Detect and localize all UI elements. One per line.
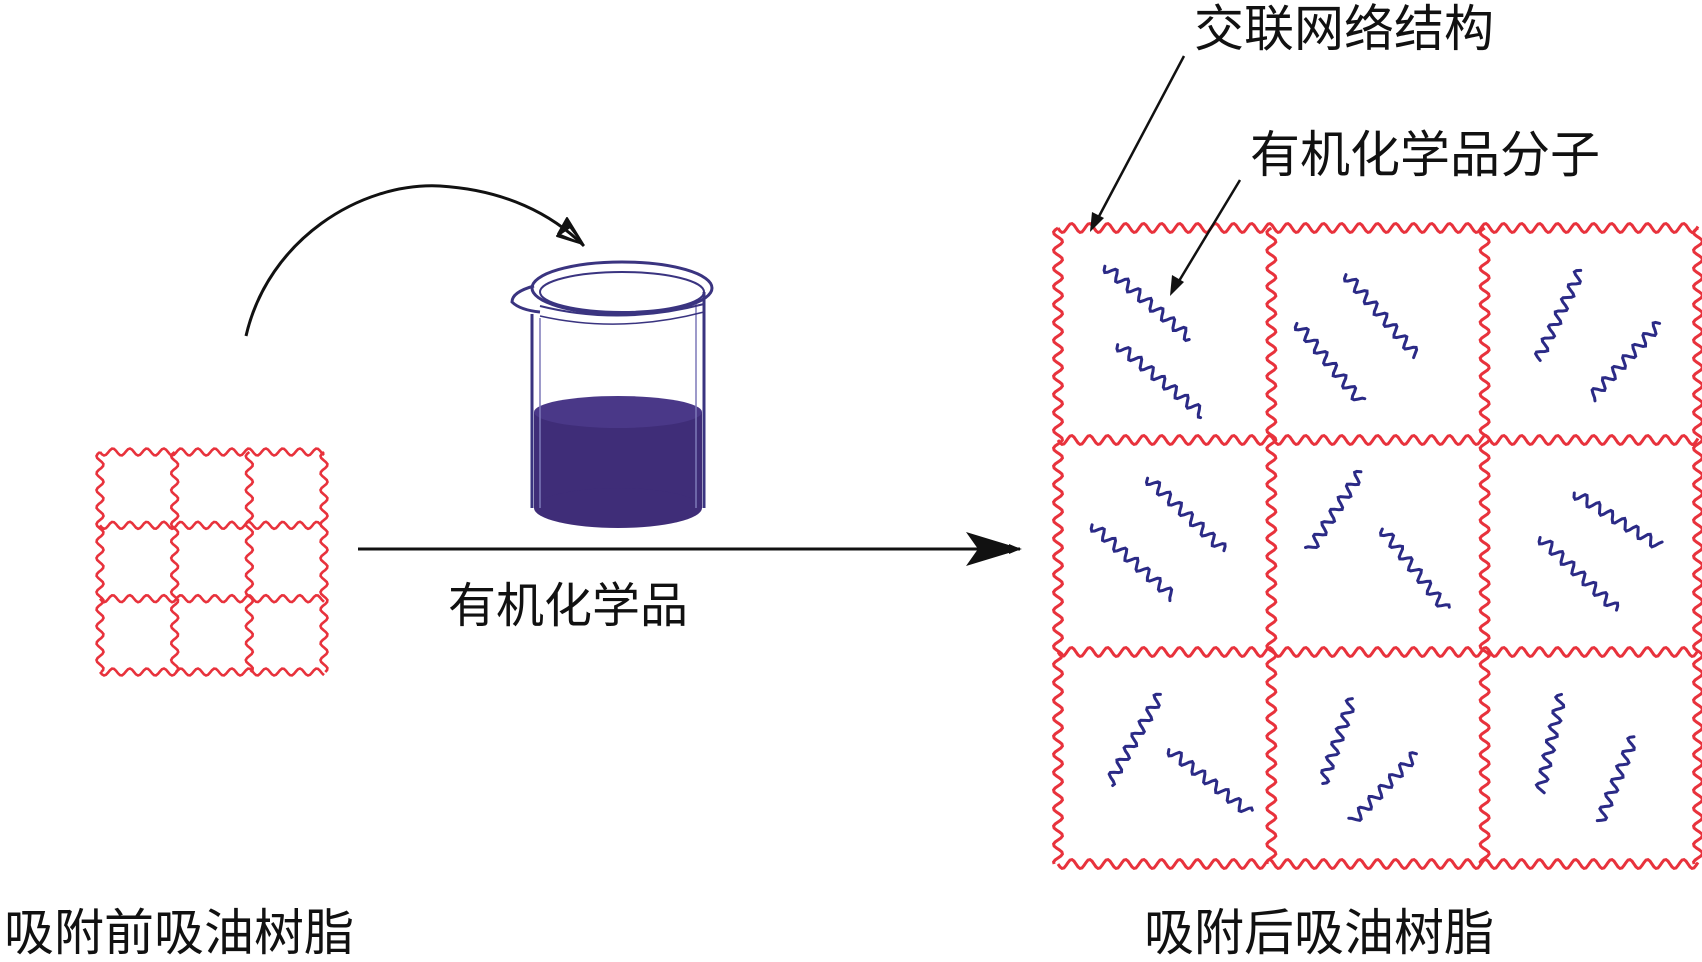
organic-molecule-chain (1166, 748, 1254, 814)
label-after-adsorption: 吸附后吸油树脂 (1144, 904, 1494, 962)
organic-molecule-chain (1320, 697, 1355, 785)
organic-molecule-chain (1089, 523, 1174, 603)
organic-molecule-chain (1304, 469, 1363, 550)
organic-molecules (1089, 264, 1664, 823)
organic-molecule-chain (1144, 476, 1227, 553)
organic-molecule-chain (1293, 321, 1367, 402)
resin-network-after (1051, 221, 1702, 871)
organic-molecule-chain (1379, 527, 1451, 609)
molecule-pointer (1170, 179, 1242, 296)
network-mesh-before (95, 447, 329, 677)
network-pointer (1090, 55, 1186, 232)
organic-molecule-chain (1342, 273, 1419, 360)
curved-arrow-icon (244, 184, 586, 337)
organic-molecule-chain (1107, 692, 1162, 787)
process-arrowhead (966, 532, 1022, 566)
organic-molecule-chain (1102, 264, 1191, 343)
organic-molecule-chain (1115, 343, 1203, 420)
organic-molecule-chain (1534, 692, 1566, 795)
label-organic-molecule: 有机化学品分子 (1250, 126, 1600, 184)
label-before-adsorption: 吸附前吸油树脂 (4, 904, 354, 962)
organic-molecule-chain (1595, 735, 1636, 823)
organic-molecule-chain (1572, 491, 1664, 549)
organic-molecule-chain (1590, 320, 1662, 403)
organic-molecule-chain (1347, 751, 1418, 823)
resin-network-before (95, 447, 329, 677)
label-crosslinked-network: 交联网络结构 (1194, 0, 1494, 58)
label-organic-chemical: 有机化学品 (448, 578, 689, 634)
organic-molecule-chain (1537, 536, 1620, 612)
organic-molecule-chain (1533, 268, 1583, 362)
network-mesh-after (1051, 221, 1702, 871)
beaker-icon (510, 260, 714, 528)
